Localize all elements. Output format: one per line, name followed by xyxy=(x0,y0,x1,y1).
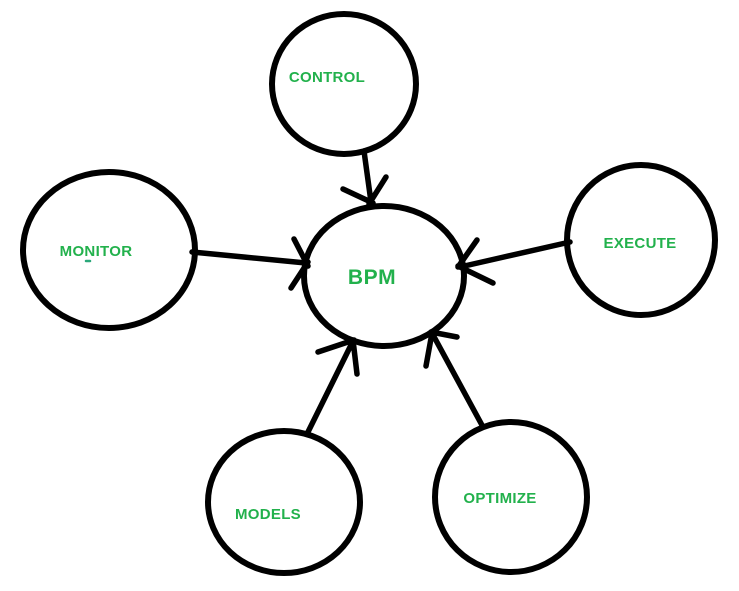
arrow-models-to-bpm xyxy=(304,337,360,437)
optimize-label: OPTIMIZE xyxy=(463,490,536,507)
arrow-optimize-to-bpm xyxy=(423,329,486,430)
bpm-label: BPM xyxy=(348,266,396,289)
node-monitor: MONITOR xyxy=(20,169,198,331)
node-bpm-center: BPM xyxy=(301,203,467,349)
node-optimize: OPTIMIZE xyxy=(432,419,590,575)
control-label: CONTROL xyxy=(289,69,365,86)
arrow-control-to-bpm xyxy=(340,148,389,207)
monitor-label: MONITOR xyxy=(60,243,133,260)
node-control: CONTROL xyxy=(269,11,419,157)
models-circle xyxy=(205,428,363,576)
arrow-execute-to-bpm xyxy=(455,237,573,286)
models-label: MODELS xyxy=(235,506,301,523)
control-circle xyxy=(269,11,419,157)
optimize-circle xyxy=(432,419,590,575)
bpm-circle xyxy=(301,203,467,349)
node-models: MODELS xyxy=(205,428,363,576)
arrow-monitor-to-bpm xyxy=(189,236,311,291)
execute-label: EXECUTE xyxy=(604,235,677,252)
node-execute: EXECUTE xyxy=(564,162,718,318)
